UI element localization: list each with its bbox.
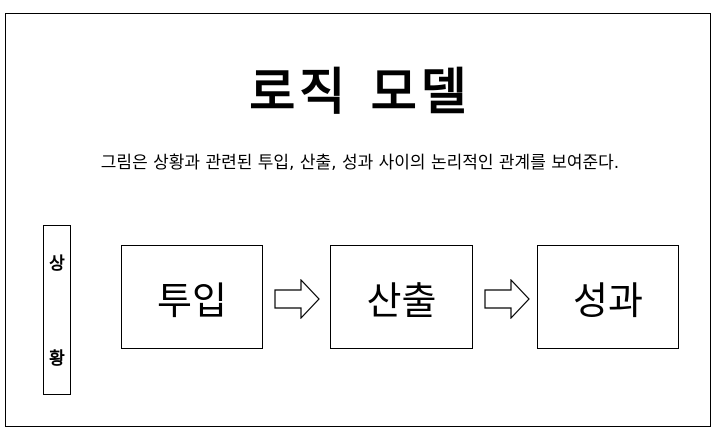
outcome-box: 성과	[537, 245, 679, 349]
right-arrow-icon	[484, 279, 530, 319]
right-arrow-icon	[274, 279, 320, 319]
output-box: 산출	[330, 245, 473, 349]
diagram-frame	[5, 13, 711, 427]
input-box-label: 투입	[157, 278, 227, 323]
input-box: 투입	[121, 245, 263, 349]
diagram-title: 로직 모델	[249, 63, 471, 121]
diagram-subtitle: 그림은 상황과 관련된 투입, 산출, 성과 사이의 논리적인 관계를 보여준다…	[100, 153, 620, 173]
context-label-char-2: 황	[49, 349, 65, 369]
outcome-box-label: 성과	[573, 278, 643, 323]
output-box-label: 산출	[366, 278, 437, 323]
context-label-char-1: 상	[49, 254, 65, 274]
context-box: 상 황	[43, 225, 71, 395]
